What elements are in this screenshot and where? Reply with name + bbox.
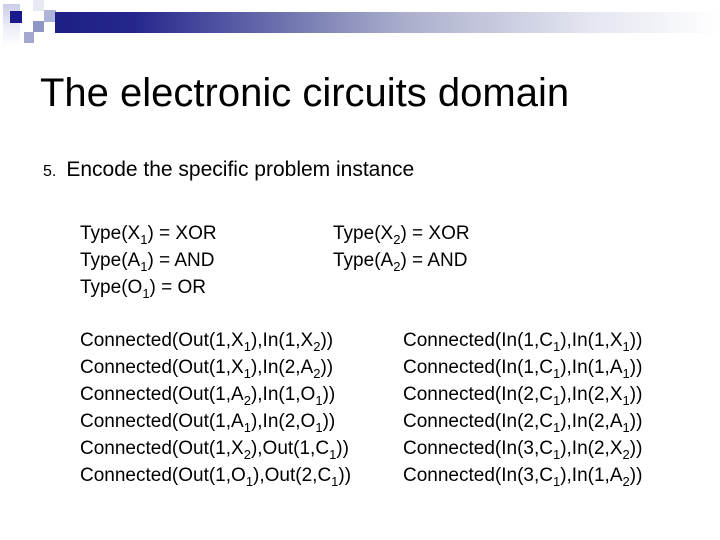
code-line: Type(X2) = XOR xyxy=(333,223,470,247)
type-declarations-right: Type(X2) = XOR Type(A2) = AND xyxy=(333,220,470,274)
deco-square-navy xyxy=(10,11,22,23)
numbered-list-item: 5. Encode the specific problem instance xyxy=(43,158,414,182)
list-item-text: Encode the specific problem instance xyxy=(66,158,415,181)
deco-square-light-purple xyxy=(24,32,34,43)
code-line: Connected(In(3,C1),In(1,A2)) xyxy=(403,465,643,489)
code-line: Connected(In(2,C1),In(2,X1)) xyxy=(403,384,643,408)
code-line: Connected(Out(1,O1),Out(2,C1)) xyxy=(80,465,352,489)
code-line: Connected(In(2,C1),In(2,A1)) xyxy=(403,411,643,435)
code-line: Type(X1) = XOR xyxy=(80,223,217,247)
deco-square-pale xyxy=(33,0,44,11)
code-line: Type(A1) = AND xyxy=(80,250,215,274)
code-line: Type(O1) = OR xyxy=(80,277,207,301)
connected-clauses-right: Connected(In(1,C1),In(1,X1)) Connected(In… xyxy=(403,327,642,489)
code-line: Connected(In(1,C1),In(1,X1)) xyxy=(403,330,643,354)
code-line: Type(A2) = AND xyxy=(333,250,468,274)
code-line: Connected(In(1,C1),In(1,A1)) xyxy=(403,357,643,381)
connected-clauses-left: Connected(Out(1,X1),In(1,X2)) Connected(O… xyxy=(80,327,351,489)
deco-gradient-bar xyxy=(55,12,720,33)
code-line: Connected(Out(1,X2),Out(1,C1)) xyxy=(80,438,349,462)
deco-square-medium-blue xyxy=(33,21,44,32)
slide-title: The electronic circuits domain xyxy=(40,71,570,115)
code-line: Connected(In(3,C1),In(2,X2)) xyxy=(403,438,643,462)
list-item-number: 5. xyxy=(43,163,57,180)
type-declarations-left: Type(X1) = XOR Type(A1) = AND Type(O1) = O… xyxy=(80,220,217,301)
code-line: Connected(Out(1,X1),In(2,A2)) xyxy=(80,357,334,381)
deco-square-lavender xyxy=(44,10,56,22)
code-line: Connected(Out(1,A1),In(2,O1)) xyxy=(80,411,336,435)
code-line: Connected(Out(1,A2),In(1,O1)) xyxy=(80,384,336,408)
code-line: Connected(Out(1,X1),In(1,X2)) xyxy=(80,330,334,354)
